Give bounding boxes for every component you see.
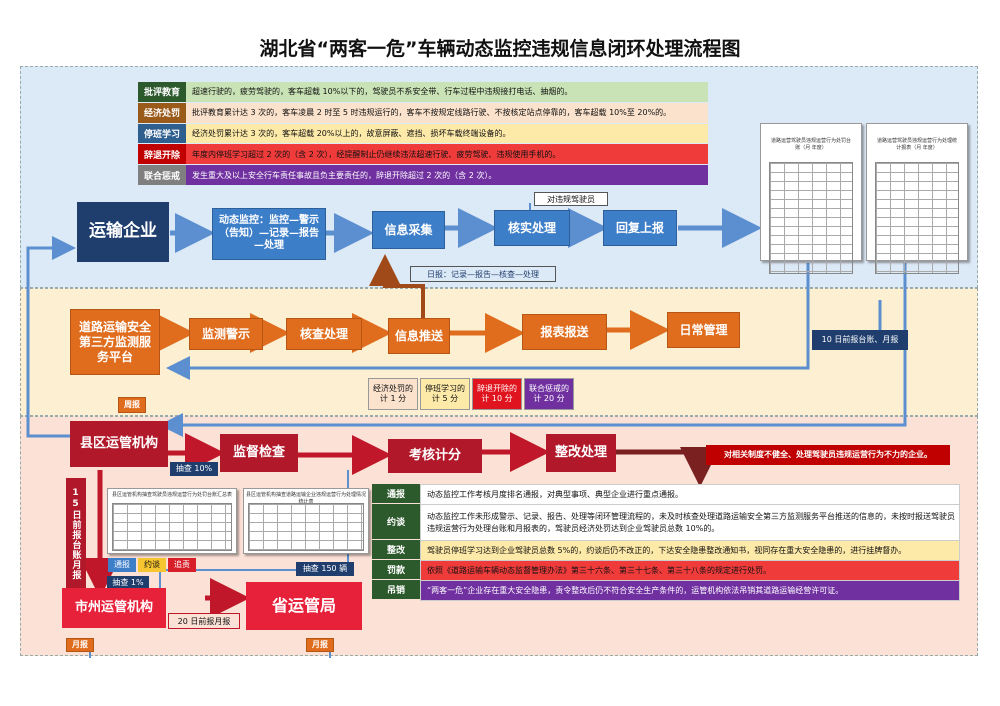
penalty-row: 辞退开除年度内停班学习超过 2 次的（含 2 次），经提醒制止仍继续违法超速行驶…	[138, 144, 708, 165]
measure-label: 罚款	[372, 560, 420, 579]
measure-label: 吊销	[372, 580, 420, 599]
sheet1-grid	[112, 503, 232, 551]
daily-report-note: 日报：记录—报告—核查—处理	[410, 266, 556, 282]
statistics-report-document: 道路运营驾驶员违规运营行为处理统计报表（月 年度）	[866, 123, 968, 274]
sheet2-title: 县区运管机构抽查道路运输企业违规运营行为处理情况统计表	[245, 492, 366, 505]
penalty-label: 停班学习	[138, 123, 186, 144]
penalty-text: 超速行驶的，疲劳驾驶的，客车超载 10%以下的，驾驶员不系安全带、行车过程中违规…	[186, 82, 708, 102]
rectify-process-node: 整改处理	[546, 434, 616, 472]
measures-table: 通报动态监控工作考核月度排名通报，对典型事项、典型企业进行重点通报。约谈动态监控…	[372, 484, 960, 606]
penalty-text: 经济处罚累计达 3 次的，客车超载 20%以上的，故意屏蔽、遮挡、损坏车载终端设…	[186, 123, 708, 144]
measure-label: 整改	[372, 540, 420, 559]
spot-check-1-label: 抽查 1%	[107, 576, 149, 590]
province-authority-node: 省运管局	[246, 582, 362, 630]
monthly-report-label-1: 月报	[66, 638, 94, 652]
supervision-check-node: 监督检查	[220, 434, 298, 472]
ledger-monthly-note: 10 日前报台账、月报	[812, 330, 908, 350]
action-tag: 通报	[108, 558, 136, 572]
penalty-row: 联合惩戒发生重大及以上安全行车责任事故且负主要责任的，辞退开除超过 2 次的（含…	[138, 165, 708, 185]
doc2-title: 道路运营驾驶员违规运营行为处理统计报表（月 年度）	[876, 138, 957, 151]
measure-label: 约谈	[372, 504, 420, 539]
weekly-report-label: 周报	[118, 397, 146, 413]
penalty-text: 批评教育累计达 3 次的，客车凌晨 2 时至 5 时违规运行的，客车不按规定线路…	[186, 102, 708, 123]
county-report-deadline-label: 15日前报台账月报	[66, 478, 86, 590]
action-tag: 追责	[168, 558, 196, 572]
penalty-label: 辞退开除	[138, 144, 186, 165]
spot-check-10-label: 抽查 10%	[170, 462, 218, 476]
county-authority-node: 县区运管机构	[70, 421, 168, 467]
monitor-alert-node: 监测警示	[189, 318, 263, 350]
sheet2-grid	[248, 503, 364, 551]
daily-management-node: 日常管理	[667, 312, 740, 348]
score-box: 辞退开除的计 10 分	[472, 378, 522, 410]
info-push-node: 信息推送	[388, 318, 450, 354]
page-title: 湖北省“两客一危”车辆动态监控违规信息闭环处理流程图	[259, 38, 741, 60]
score-box: 联合惩戒的计 20 分	[524, 378, 574, 410]
action-tag: 约谈	[138, 558, 166, 572]
check-process-node: 核查处理	[286, 318, 362, 350]
transport-enterprise-node: 运输企业	[77, 202, 169, 262]
penalty-row: 经济处罚批评教育累计达 3 次的，客车凌晨 2 时至 5 时违规运行的，客车不按…	[138, 102, 708, 123]
county-statistics-sheet: 县区运管机构抽查道路运输企业违规运营行为处理情况统计表	[243, 488, 369, 554]
sheet1-title: 县区运管机构抽查驾驶员违规运营行为处罚台账汇总表	[111, 492, 232, 498]
assessment-score-node: 考核计分	[388, 439, 482, 473]
penalty-table: 批评教育超速行驶的，疲劳驾驶的，客车超载 10%以下的，驾驶员不系安全带、行车过…	[138, 82, 708, 186]
measure-text: 动态监控工作未形成警示、记录、报告、处理等闭环管理流程的，未及时核查处理道路运输…	[420, 504, 960, 541]
penalty-ledger-document: 道路运营驾驶员违规运营行为处罚台账（月 年度）	[760, 123, 862, 274]
penalty-text: 发生重大及以上安全行车责任事故且负主要责任的，辞退开除超过 2 次的（含 2 次…	[186, 165, 708, 185]
measure-row: 罚款依照《道路运输车辆动态监督管理办法》第三十六条、第三十七条、第三十八条的规定…	[372, 560, 960, 581]
monthly-report-label-2: 月报	[306, 638, 334, 652]
penalty-label: 批评教育	[138, 82, 186, 102]
penalty-row: 停班学习经济处罚累计达 3 次的，客车超载 20%以上的，故意屏蔽、遮挡、损坏车…	[138, 123, 708, 144]
report-20-note: 20 日前报月报	[168, 613, 240, 629]
measure-text: 驾驶员停班学习达到企业驾驶员总数 5%的，约谈后仍不改正的，下达安全隐患整改通知…	[420, 540, 960, 561]
penalty-label: 联合惩戒	[138, 165, 186, 185]
verify-process-node: 核实处理	[494, 210, 570, 246]
penalty-row: 批评教育超速行驶的，疲劳驾驶的，客车超载 10%以下的，驾驶员不系安全带、行车过…	[138, 82, 708, 102]
measure-row: 吊销“两客一危”企业存在重大安全隐患，责令整改后仍不符合安全生产条件的，运管机构…	[372, 580, 960, 601]
city-authority-node: 市州运管机构	[62, 588, 166, 628]
measure-row: 通报动态监控工作考核月度排名通报，对典型事项、典型企业进行重点通报。	[372, 484, 960, 505]
doc1-title: 道路运营驾驶员违规运营行为处罚台账（月 年度）	[770, 138, 851, 151]
measure-row: 整改驾驶员停班学习达到企业驾驶员总数 5%的，约谈后仍不改正的，下达安全隐患整改…	[372, 540, 960, 561]
score-box: 经济处罚的计 1 分	[368, 378, 418, 410]
doc2-grid	[875, 162, 959, 274]
dynamic-monitor-node: 动态监控：监控—警示（告知）—记录—报告—处理	[212, 208, 326, 260]
spot-check-150-label: 抽查 150 辆	[296, 562, 354, 576]
doc1-grid	[769, 162, 853, 274]
rectify-target-note: 对相关制度不健全、处理驾驶员违规运营行为不力的企业。	[706, 445, 950, 465]
report-submit-node: 报表报送	[522, 314, 607, 350]
info-collect-node: 信息采集	[372, 211, 445, 249]
reply-report-node: 回复上报	[603, 210, 677, 246]
penalty-text: 年度内停班学习超过 2 次的（含 2 次），经提醒制止仍继续违法超速行驶、疲劳驾…	[186, 144, 708, 165]
driver-note: 对违规驾驶员	[534, 192, 608, 206]
measure-text: 依照《道路运输车辆动态监督管理办法》第三十六条、第三十七条、第三十八条的规定进行…	[420, 560, 960, 581]
county-ledger-sheet: 县区运管机构抽查驾驶员违规运营行为处罚台账汇总表	[107, 488, 237, 554]
third-party-platform-node: 道路运输安全第三方监测服务平台	[70, 309, 160, 375]
measure-row: 约谈动态监控工作未形成警示、记录、报告、处理等闭环管理流程的，未及时核查处理道路…	[372, 504, 960, 541]
measure-label: 通报	[372, 484, 420, 503]
score-box: 停班学习的计 5 分	[420, 378, 470, 410]
measure-text: “两客一危”企业存在重大安全隐患，责令整改后仍不符合安全生产条件的，运管机构依法…	[420, 580, 960, 601]
penalty-label: 经济处罚	[138, 102, 186, 123]
measure-text: 动态监控工作考核月度排名通报，对典型事项、典型企业进行重点通报。	[420, 484, 960, 505]
